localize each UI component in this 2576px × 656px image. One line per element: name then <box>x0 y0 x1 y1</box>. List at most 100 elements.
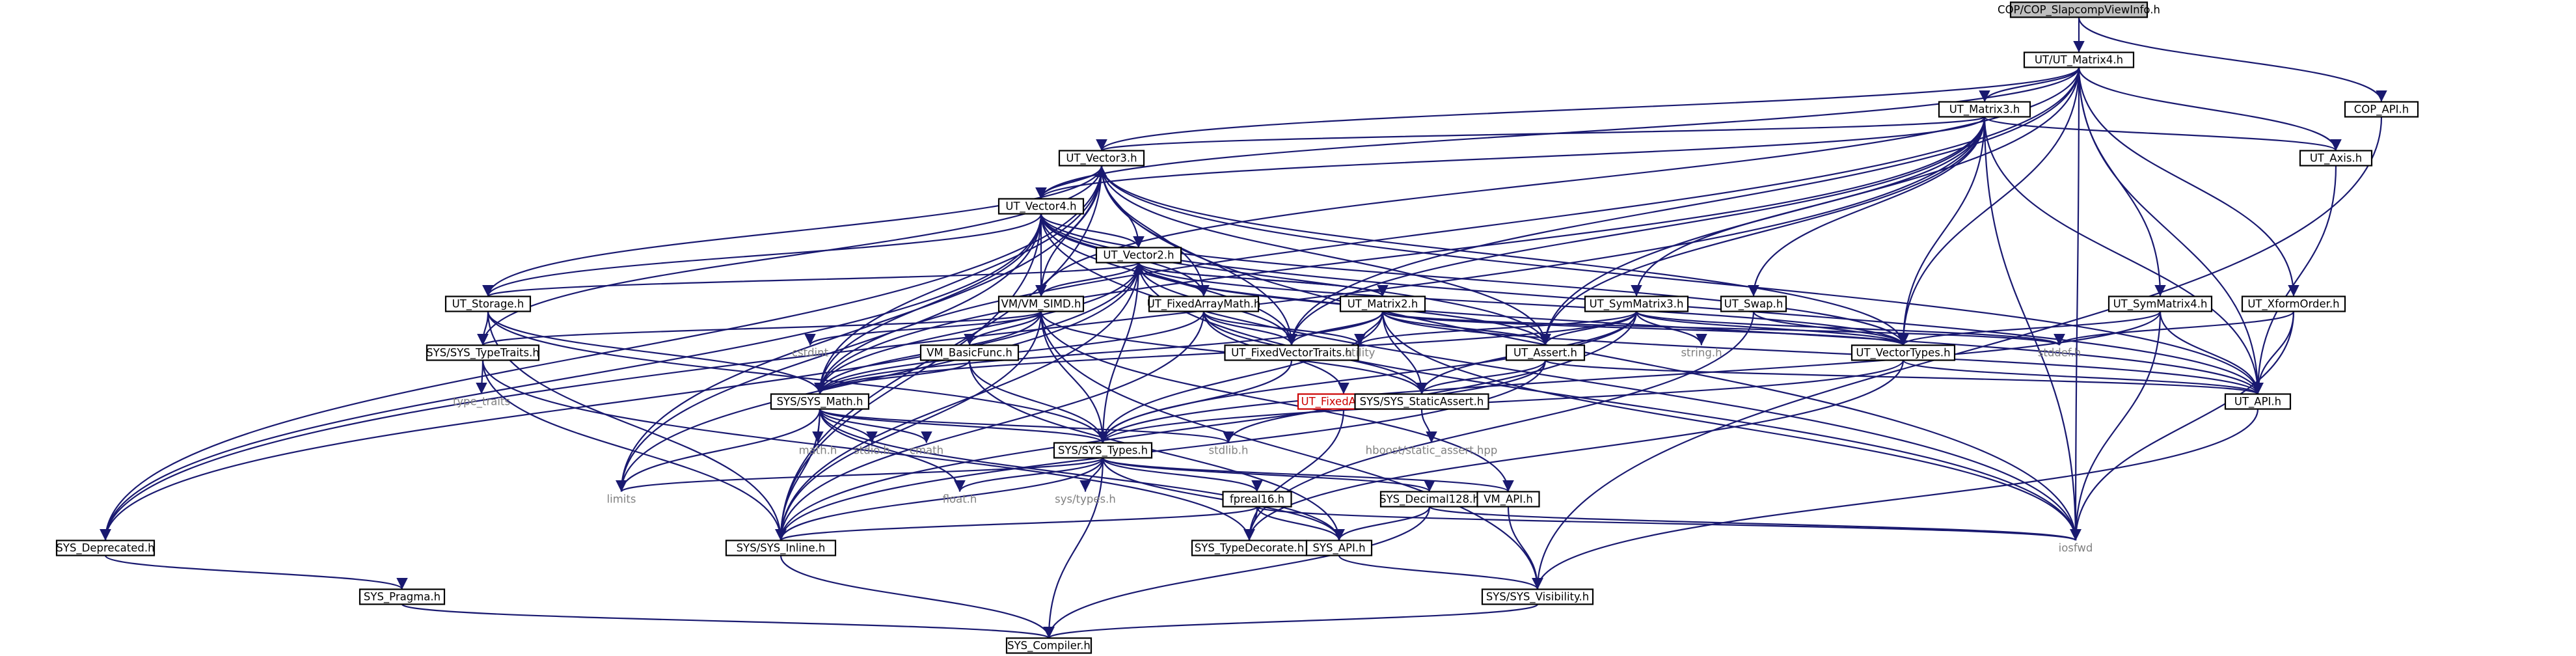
edge-sys_types-to-sys_compiler <box>1043 458 1104 638</box>
edge-sys_pragma-to-sys_compiler <box>401 603 1055 639</box>
node-box <box>997 295 1085 312</box>
edge-ut_vector2-to-ut_storage <box>482 262 1140 297</box>
node-sys-deprecated[interactable]: SYS_Deprecated.h <box>55 540 156 556</box>
edge-ut_matrix3-to-ut_assert <box>1539 116 1986 346</box>
node-box <box>725 540 837 556</box>
edge-ut_matrix3-to-ut_swap <box>1748 116 1986 297</box>
node-cstdint: cstdint <box>792 347 829 359</box>
node-sys-math[interactable]: SYS/SYS_Math.h <box>770 393 870 410</box>
node-label: stdlib.h <box>1209 444 1249 457</box>
node-sys-decimal128[interactable]: SYS_Decimal128.h <box>1379 491 1480 508</box>
node-sys-pragma[interactable]: SYS_Pragma.h <box>359 588 446 605</box>
edge-ut_symmatrix3-to-utility <box>1354 310 1638 346</box>
node-label: UT_Matrix3.h <box>1949 103 2020 116</box>
node-label: UT_Swap.h <box>1724 298 1783 311</box>
edge-ut_vector4-to-limits <box>616 213 1042 492</box>
node-label: VM_BasicFunc.h <box>927 347 1012 360</box>
node-label: VM_API.h <box>1484 493 1533 506</box>
node-sys-api[interactable]: SYS_API.h <box>1305 540 1373 556</box>
node-box <box>1720 295 1787 312</box>
node-box <box>1148 295 1260 312</box>
node-ut-fixedvectortraits[interactable]: UT_FixedVectorTraits.h <box>1224 344 1359 361</box>
node-hboost: hboost/static_assert.hpp <box>1366 444 1498 458</box>
node-vm-api[interactable]: VM_API.h <box>1476 491 1540 508</box>
node-sys-inline[interactable]: SYS/SYS_Inline.h <box>725 540 837 556</box>
node-fpreal16[interactable]: fpreal16.h <box>1222 491 1292 508</box>
edge-ut_vectortypes-to-ut_api <box>1902 359 2264 395</box>
node-ut-matrix2[interactable]: UT_Matrix2.h <box>1339 295 1426 312</box>
node-label: SYS/SYS_StaticAssert.h <box>1360 396 1484 409</box>
node-ut-swap[interactable]: UT_Swap.h <box>1720 295 1787 312</box>
edge-ut_matrix2-to-sys_staticassert <box>1381 311 1428 394</box>
node-label: SYS/SYS_TypeTraits.h <box>426 347 539 360</box>
node-label: UT_Vector3.h <box>1066 152 1137 165</box>
edge-vm_simd-to-sys_types <box>1040 311 1109 443</box>
node-sys-compiler[interactable]: SYS_Compiler.h <box>1005 637 1092 654</box>
node-ut-xformorder[interactable]: UT_XformOrder.h <box>2241 295 2346 312</box>
node-ut-vectortypes[interactable]: UT_VectorTypes.h <box>1851 344 1956 361</box>
node-sys-visibility[interactable]: SYS/SYS_Visibility.h <box>1481 588 1594 605</box>
node-ut-matrix3[interactable]: UT_Matrix3.h <box>1938 101 2031 118</box>
edge-sys_decimal128-to-iosfwd <box>1428 506 2081 541</box>
node-label: SYS_Compiler.h <box>1007 640 1091 653</box>
node-label: cstdint <box>792 347 829 359</box>
node-cop-api[interactable]: COP_API.h <box>2344 101 2419 118</box>
edge-ut_swap-to-ut_vectortypes <box>1752 311 1909 346</box>
edge-ut_matrix4-to-ut_fixedvectortraits <box>1286 67 2080 346</box>
edge-vm_simd-to-vm_api <box>1040 311 1514 492</box>
edge-ut_storage-to-sys_math <box>487 311 826 394</box>
node-sys-staticassert[interactable]: SYS/SYS_StaticAssert.h <box>1354 393 1489 410</box>
edge-ut_matrix3-to-ut_fixedvectortraits <box>1286 116 1986 346</box>
node-box <box>1339 295 1426 312</box>
node-ut-vector2[interactable]: UT_Vector2.h <box>1095 247 1182 264</box>
edge-ut_api-to-sys_visibility <box>1532 409 2259 590</box>
node-stdio-h: stdio.h <box>854 444 890 457</box>
node-sys-typedecorate[interactable]: SYS_TypeDecorate.h <box>1191 540 1308 556</box>
node-label: float.h <box>943 493 977 506</box>
node-ut-matrix4[interactable]: UT/UT_Matrix4.h <box>2023 51 2135 68</box>
node-label: SYS/SYS_Visibility.h <box>1486 591 1589 604</box>
edge-sys_api-to-sys_visibility <box>1338 554 1543 590</box>
node-label: UT_SymMatrix4.h <box>2113 298 2208 311</box>
node-ut-symmatrix4[interactable]: UT_SymMatrix4.h <box>2108 295 2213 312</box>
node-label: cmath <box>910 444 943 457</box>
edge-ut_vector2-to-sys_deprecated <box>100 262 1140 541</box>
node-label: type_traits <box>453 396 510 409</box>
edge-ut_vector3-to-ut_vectortypes <box>1100 165 1909 346</box>
edge-ut_vector4-to-iosfwd <box>1040 213 2081 541</box>
node-ut-vector3[interactable]: UT_Vector3.h <box>1058 150 1145 167</box>
edge-vm_simd-to-sys_typetraits <box>477 310 1042 346</box>
edge-sys_math-to-cmath <box>819 409 932 443</box>
node-box <box>359 588 446 605</box>
node-ut-symmatrix3[interactable]: UT_SymMatrix3.h <box>1584 295 1689 312</box>
edge-sys_math-to-limits <box>616 409 821 492</box>
node-box <box>1222 491 1292 508</box>
node-sys-types[interactable]: SYS/SYS_Types.h <box>1053 442 1153 459</box>
edge-ut_symmatrix4-to-sys_types <box>1097 311 2162 443</box>
node-sys-typetraits[interactable]: SYS/SYS_TypeTraits.h <box>426 344 540 361</box>
node-label: UT_Vector2.h <box>1103 249 1174 262</box>
header-nodes: COP/COP_SlapcompViewInfo.hUT/UT_Matrix4.… <box>55 1 2419 654</box>
node-ut-vector4[interactable]: UT_Vector4.h <box>997 198 1085 215</box>
node-box <box>2009 1 2149 18</box>
node-label: UT_Matrix2.h <box>1348 298 1418 311</box>
node-ut-axis[interactable]: UT_Axis.h <box>2299 150 2373 167</box>
edge-ut_matrix4-to-ut_vector3 <box>1096 67 2080 151</box>
node-label: limits <box>607 493 636 506</box>
node-ut-assert[interactable]: UT_Assert.h <box>1505 344 1586 361</box>
edge-ut_symmatrix4-to-iosfwd <box>2070 311 2162 541</box>
node-label: SYS_Decimal128.h <box>1379 493 1480 506</box>
node-root[interactable]: COP/COP_SlapcompViewInfo.h <box>1998 1 2160 18</box>
edge-ut_vector4-to-ut_assert <box>1040 213 1551 346</box>
node-vm-basicfunc[interactable]: VM_BasicFunc.h <box>919 344 1020 361</box>
edge-ut_matrix2-to-sys_math <box>814 311 1384 394</box>
edge-ut_vector4-to-ut_vector3 <box>1040 165 1107 199</box>
node-vm-simd[interactable]: VM/VM_SIMD.h <box>997 295 1085 312</box>
node-label: UT_FixedVectorTraits.h <box>1231 347 1352 360</box>
edge-ut_matrix3-to-ut_symmatrix3 <box>1631 116 1986 297</box>
node-ut-fixedarraymath[interactable]: UT_FixedArrayMath.h <box>1147 295 1261 312</box>
node-ut-api[interactable]: UT_API.h <box>2224 393 2292 410</box>
edge-sys_math-to-sys_inline <box>775 409 821 541</box>
node-ut-storage[interactable]: UT_Storage.h <box>444 295 532 312</box>
edge-sys_visibility-to-sys_compiler <box>1043 603 1539 639</box>
